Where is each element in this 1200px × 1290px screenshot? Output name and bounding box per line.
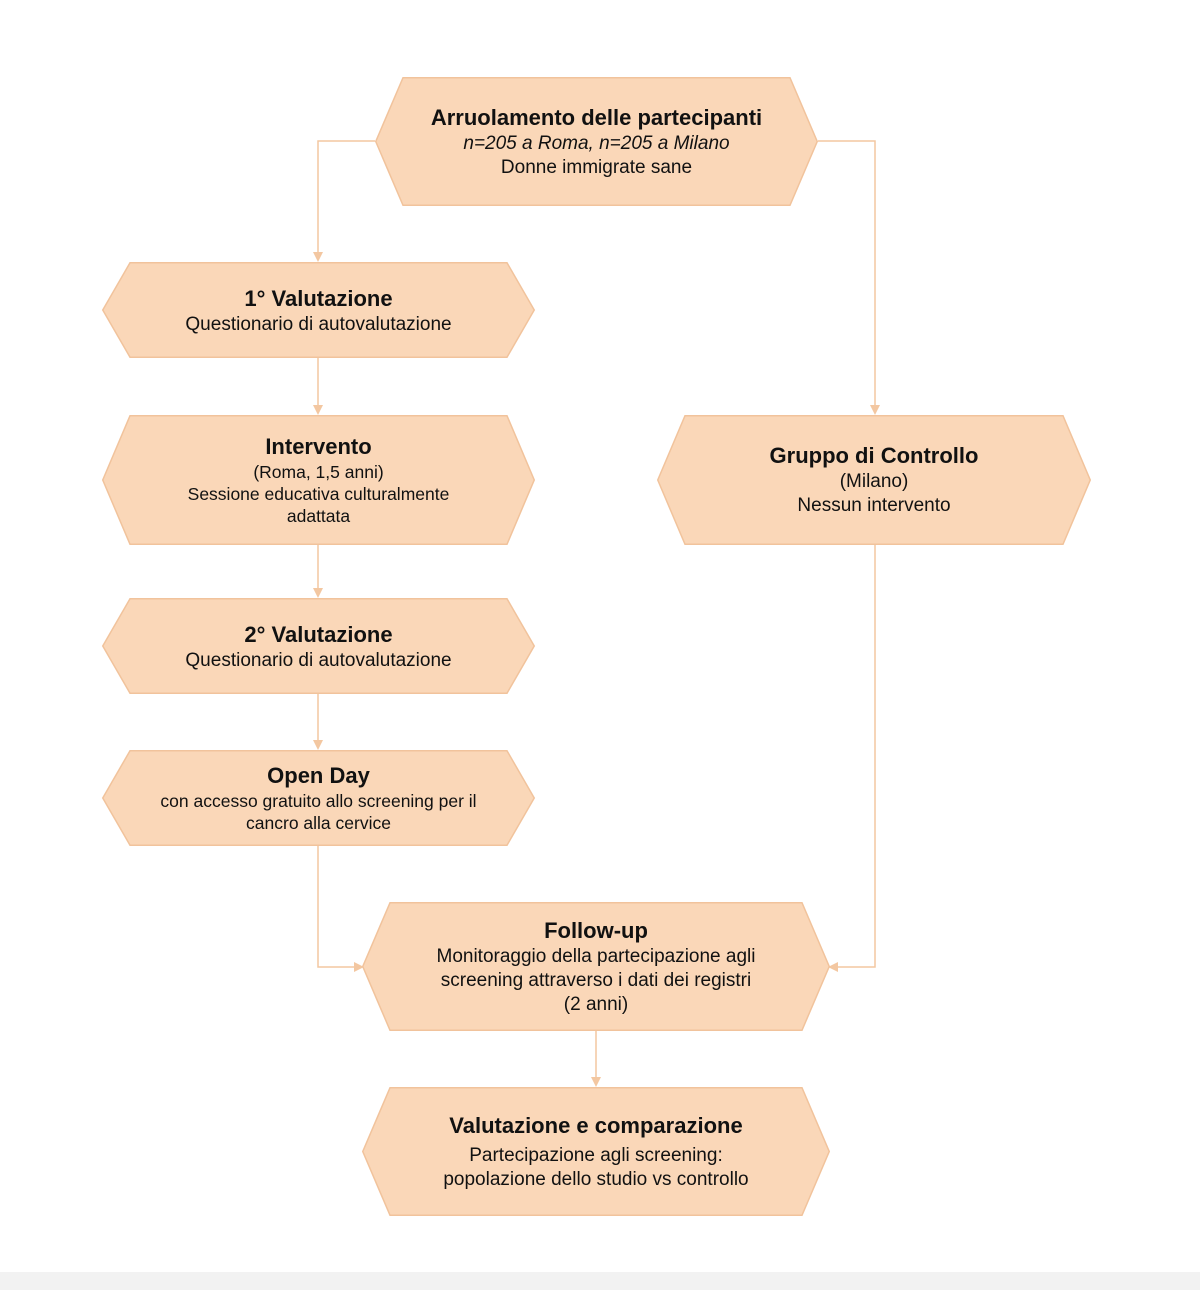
node-text: (2 anni)	[563, 993, 629, 1015]
hexagon-shape	[656, 415, 1092, 545]
node-text: screening attraverso i dati dei registri	[440, 969, 752, 991]
node-title: Gruppo di Controllo	[769, 443, 979, 468]
node-text: cancro alla cervice	[246, 813, 391, 833]
hexagon-shape	[361, 1087, 831, 1216]
connector-enrollment-to-first-assessment	[313, 140, 375, 262]
node-evaluation: Valutazione e comparazione Partecipazion…	[361, 1087, 831, 1216]
connector-enrollment-to-control-group	[818, 140, 880, 415]
node-first-assessment: 1° Valutazione Questionario di autovalut…	[101, 262, 536, 358]
node-text: adattata	[286, 506, 351, 526]
node-text: (Roma, 1,5 anni)	[253, 462, 384, 482]
node-control-group: Gruppo di Controllo (Milano) Nessun inte…	[656, 415, 1092, 545]
node-text: Questionario di autovalutazione	[185, 650, 452, 671]
page-footer-strip	[0, 1272, 1200, 1290]
node-title: 2° Valutazione	[244, 622, 393, 647]
node-title: Arruolamento delle partecipanti	[430, 104, 763, 130]
hexagon-shape	[361, 902, 831, 1031]
node-text: Monitoraggio della partecipazione agli	[436, 945, 756, 967]
node-text: Donne immigrate sane	[500, 156, 693, 178]
node-text: Partecipazione agli screening:	[469, 1144, 723, 1166]
hexagon-shape	[101, 750, 536, 846]
hexagon-shape	[374, 77, 819, 206]
node-open-day: Open Day con accesso gratuito allo scree…	[101, 750, 536, 846]
node-intervention: Intervento (Roma, 1,5 anni) Sessione edu…	[101, 415, 536, 545]
node-enrollment: Arruolamento delle partecipanti n=205 a …	[374, 77, 819, 206]
node-title: Valutazione e comparazione	[449, 1112, 743, 1138]
hexagon-shape	[101, 415, 536, 545]
connector-control-group-to-follow-up	[828, 545, 876, 972]
node-text: (Milano)	[839, 471, 909, 492]
node-text: popolazione dello studio vs controllo	[443, 1168, 749, 1190]
hexagon-shape	[101, 262, 536, 358]
node-text: n=205 a Roma, n=205 a Milano	[463, 132, 730, 154]
node-follow-up: Follow-up Monitoraggio della partecipazi…	[361, 902, 831, 1031]
node-text: Nessun intervento	[797, 495, 951, 516]
hexagon-shape	[101, 598, 536, 694]
node-title: Open Day	[267, 763, 370, 788]
node-title: 1° Valutazione	[244, 286, 393, 311]
node-title: Follow-up	[544, 917, 648, 943]
node-text: Questionario di autovalutazione	[185, 314, 452, 335]
node-second-assessment: 2° Valutazione Questionario di autovalut…	[101, 598, 536, 694]
node-text: Sessione educativa culturalmente	[187, 484, 450, 504]
node-title: Intervento	[265, 434, 372, 459]
node-text: con accesso gratuito allo screening per …	[160, 791, 477, 811]
connector-open-day-to-follow-up	[317, 846, 364, 972]
